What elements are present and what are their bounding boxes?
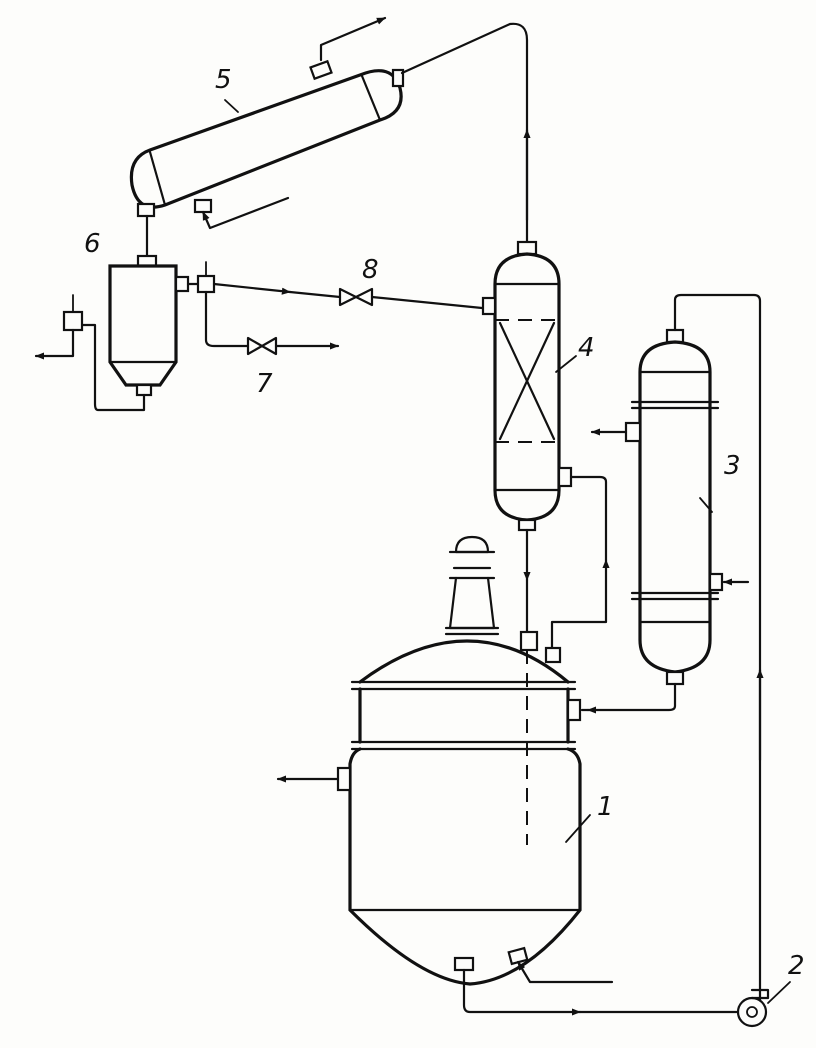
valve-reflux: [338, 287, 374, 307]
label-condenser-horizontal: 5: [215, 65, 232, 95]
label-valve-reflux: 8: [362, 255, 379, 285]
reactor: [336, 535, 591, 986]
label-separator: 6: [84, 229, 101, 259]
label-reactor: 1: [597, 792, 614, 822]
label-valve-drain: 7: [256, 369, 273, 399]
condenser-vertical: [624, 328, 724, 686]
condenser-horizontal: [129, 59, 405, 218]
label-condenser-vertical: 3: [724, 451, 741, 481]
separator: [108, 214, 190, 397]
column: [481, 240, 577, 532]
valve-drain: [246, 336, 278, 356]
label-pump: 2: [788, 951, 805, 981]
vapour-line: [400, 22, 529, 244]
pump: [736, 981, 791, 1028]
label-column: 4: [578, 333, 595, 363]
